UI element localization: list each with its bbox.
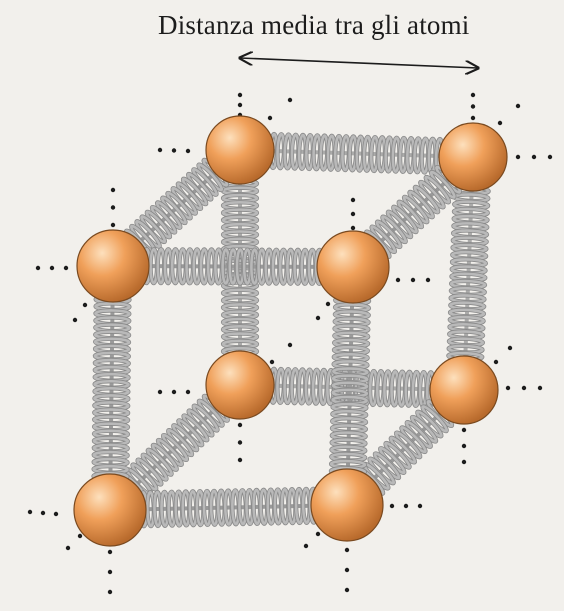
dot-run — [73, 303, 87, 322]
dot-run — [238, 423, 242, 462]
atom — [74, 474, 146, 546]
atom — [311, 469, 383, 541]
atom — [430, 356, 498, 424]
springs-group — [93, 134, 488, 526]
dot-run — [390, 504, 422, 508]
dot-run — [66, 534, 82, 550]
distance-arrow — [240, 58, 478, 68]
dot-run — [304, 532, 320, 548]
dot-run — [111, 188, 115, 227]
dot-run — [36, 266, 68, 270]
atom — [439, 123, 507, 191]
dot-run — [28, 510, 58, 516]
dot-run — [158, 148, 190, 153]
dot-run — [270, 343, 292, 364]
dot-run — [345, 548, 349, 592]
dot-run — [238, 93, 242, 117]
dot-run — [268, 98, 292, 120]
dot-run — [351, 198, 355, 230]
atom — [206, 116, 274, 184]
spring — [93, 266, 129, 510]
dot-run — [108, 550, 112, 594]
dot-run — [494, 346, 512, 364]
atom — [77, 230, 149, 302]
dot-run — [471, 93, 475, 120]
dot-run — [316, 302, 330, 320]
dot-run — [158, 390, 190, 394]
dot-run — [462, 428, 466, 464]
dot-run — [498, 104, 520, 125]
dot-run — [516, 155, 552, 159]
atom — [206, 351, 274, 419]
atom — [317, 231, 389, 303]
dot-run — [396, 278, 430, 282]
dot-run — [506, 386, 542, 390]
